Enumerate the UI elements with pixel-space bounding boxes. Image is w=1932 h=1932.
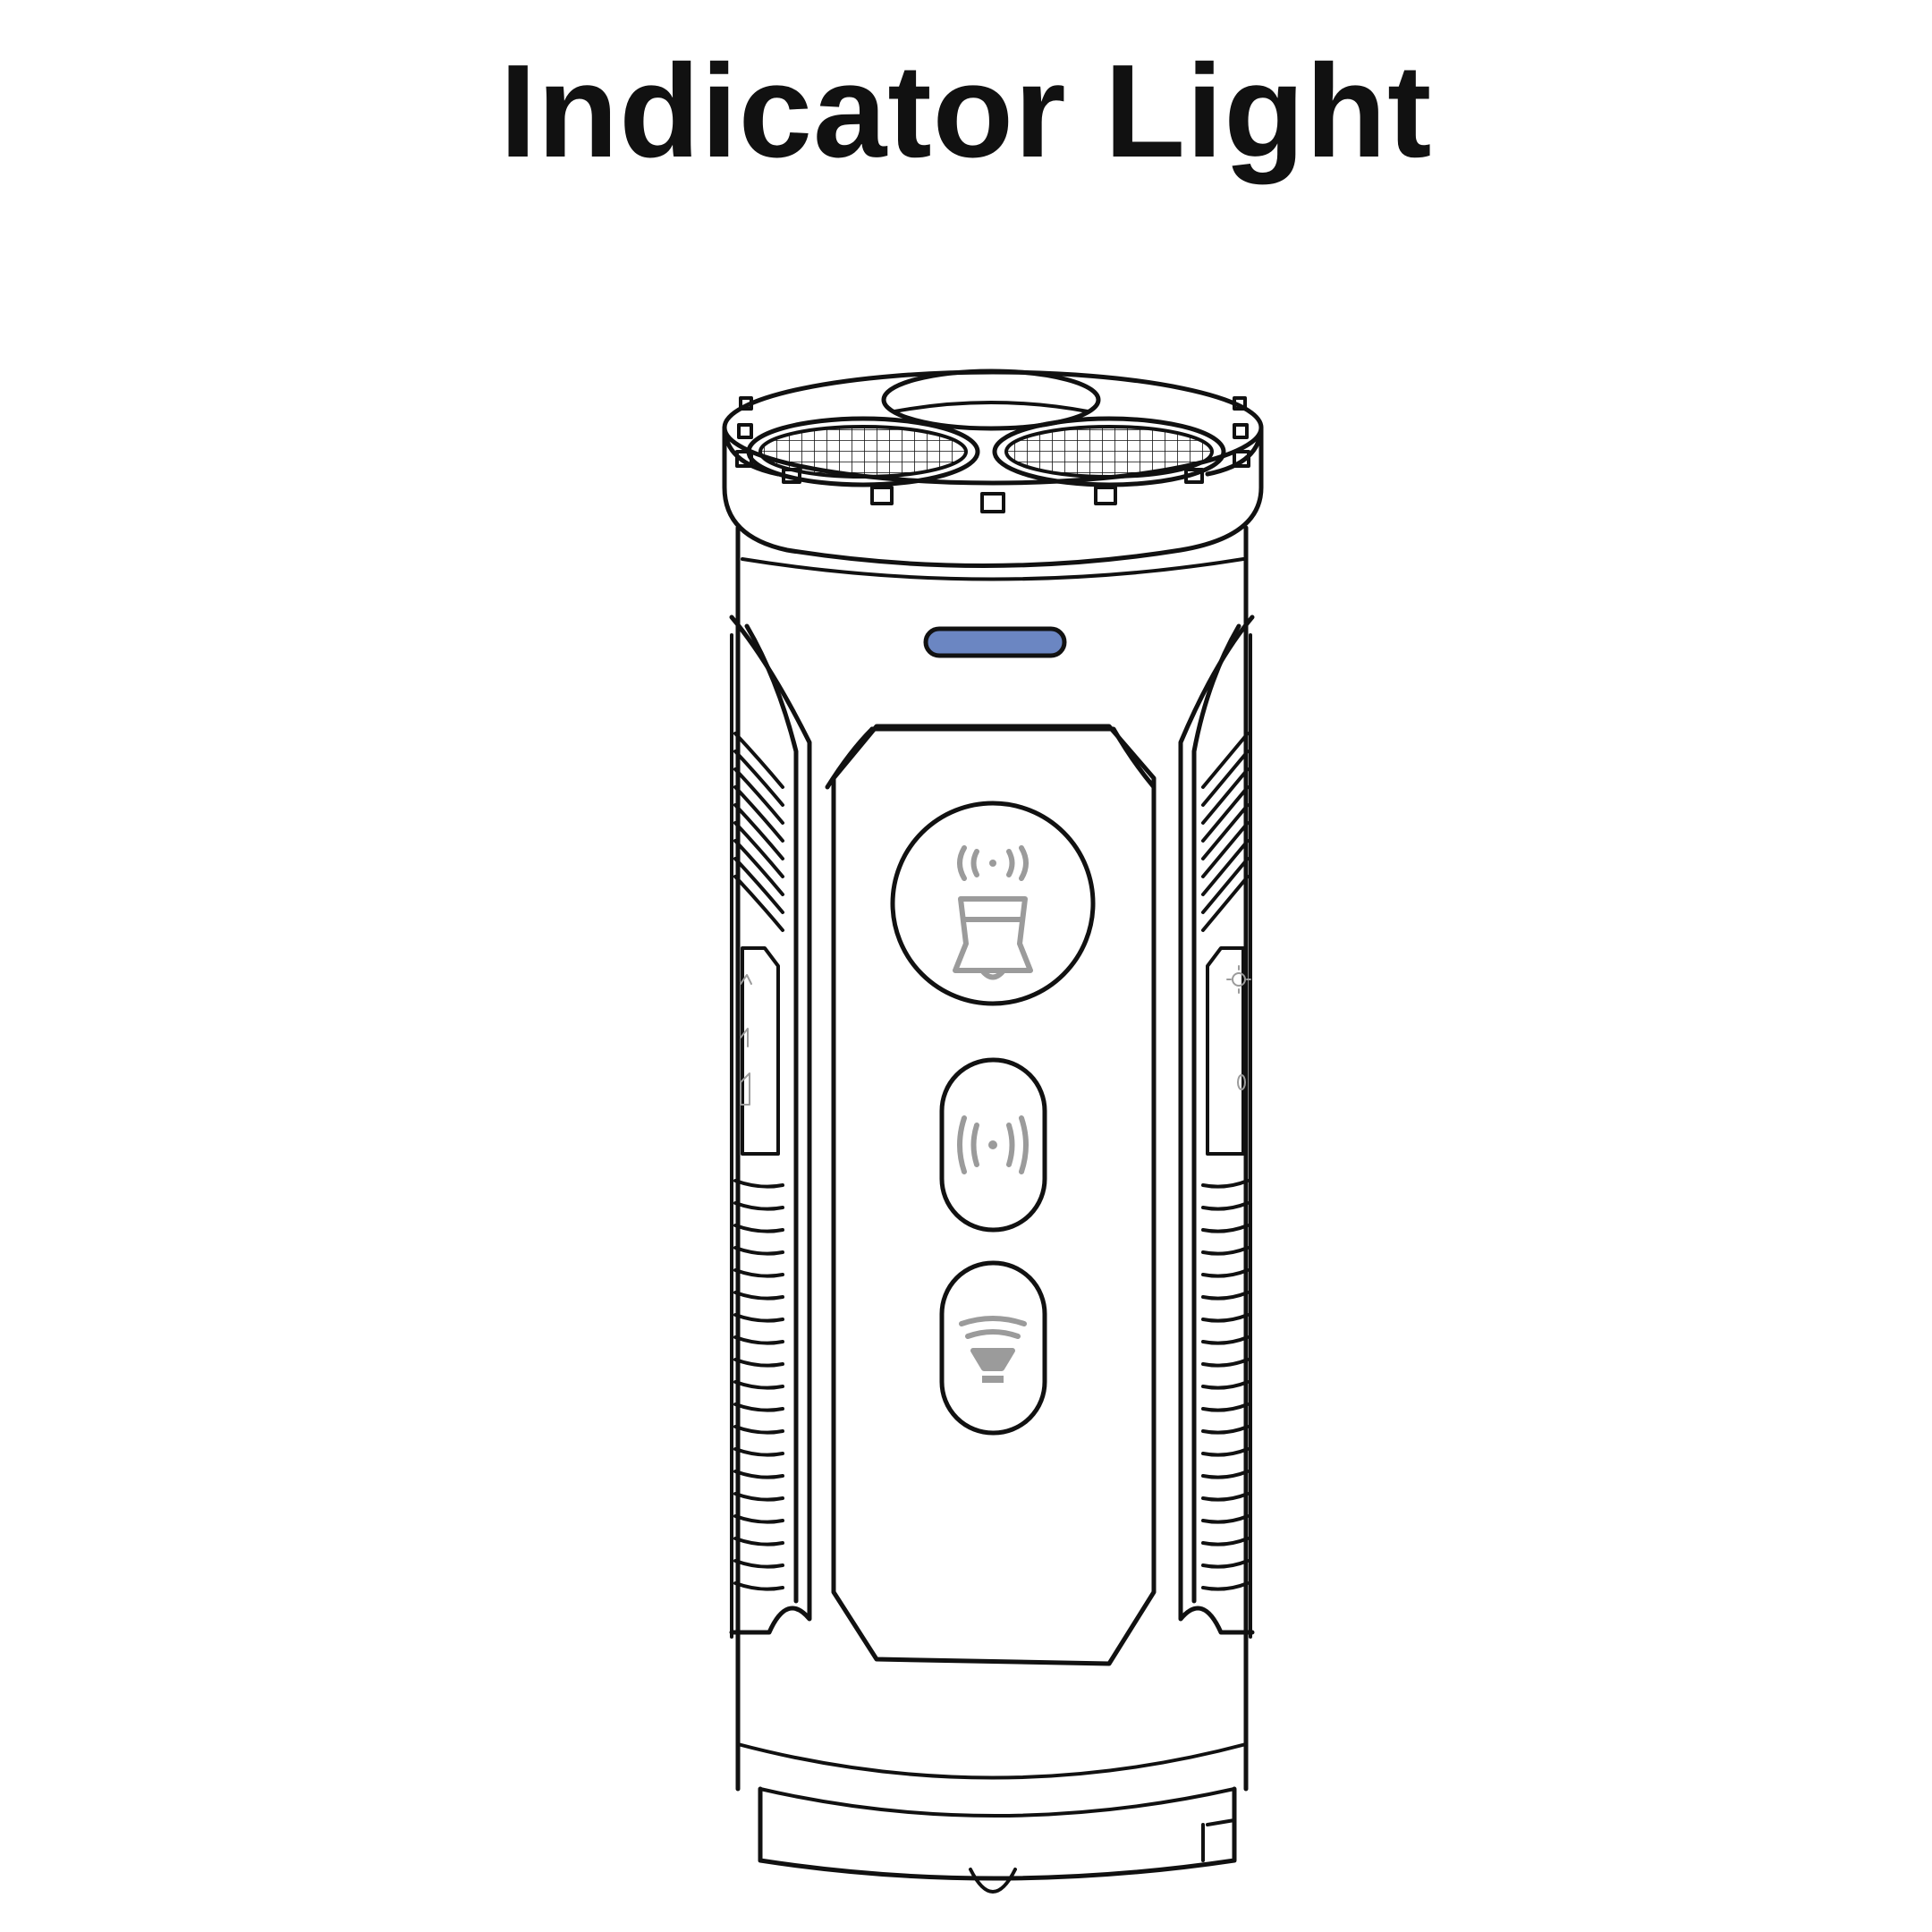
left-side-rail (732, 617, 809, 1637)
floodlight-button[interactable] (942, 1263, 1045, 1433)
right-side-rail (1181, 617, 1252, 1637)
top-head (724, 371, 1261, 566)
signal-button[interactable] (942, 1060, 1045, 1230)
main-body (738, 528, 1246, 1789)
signal-lantern-button[interactable] (893, 803, 1093, 1004)
right-grille-light (995, 419, 1224, 485)
page-title: Indicator Light (499, 38, 1433, 185)
bottom-base (760, 1789, 1234, 1892)
signal-icon (960, 1118, 1026, 1172)
signal-lantern-icon (955, 848, 1030, 978)
floodlight-icon (962, 1318, 1024, 1383)
indicator-light (926, 629, 1064, 656)
center-lens (884, 371, 1098, 428)
control-panel (827, 726, 1154, 1664)
left-grille-light (749, 419, 978, 485)
